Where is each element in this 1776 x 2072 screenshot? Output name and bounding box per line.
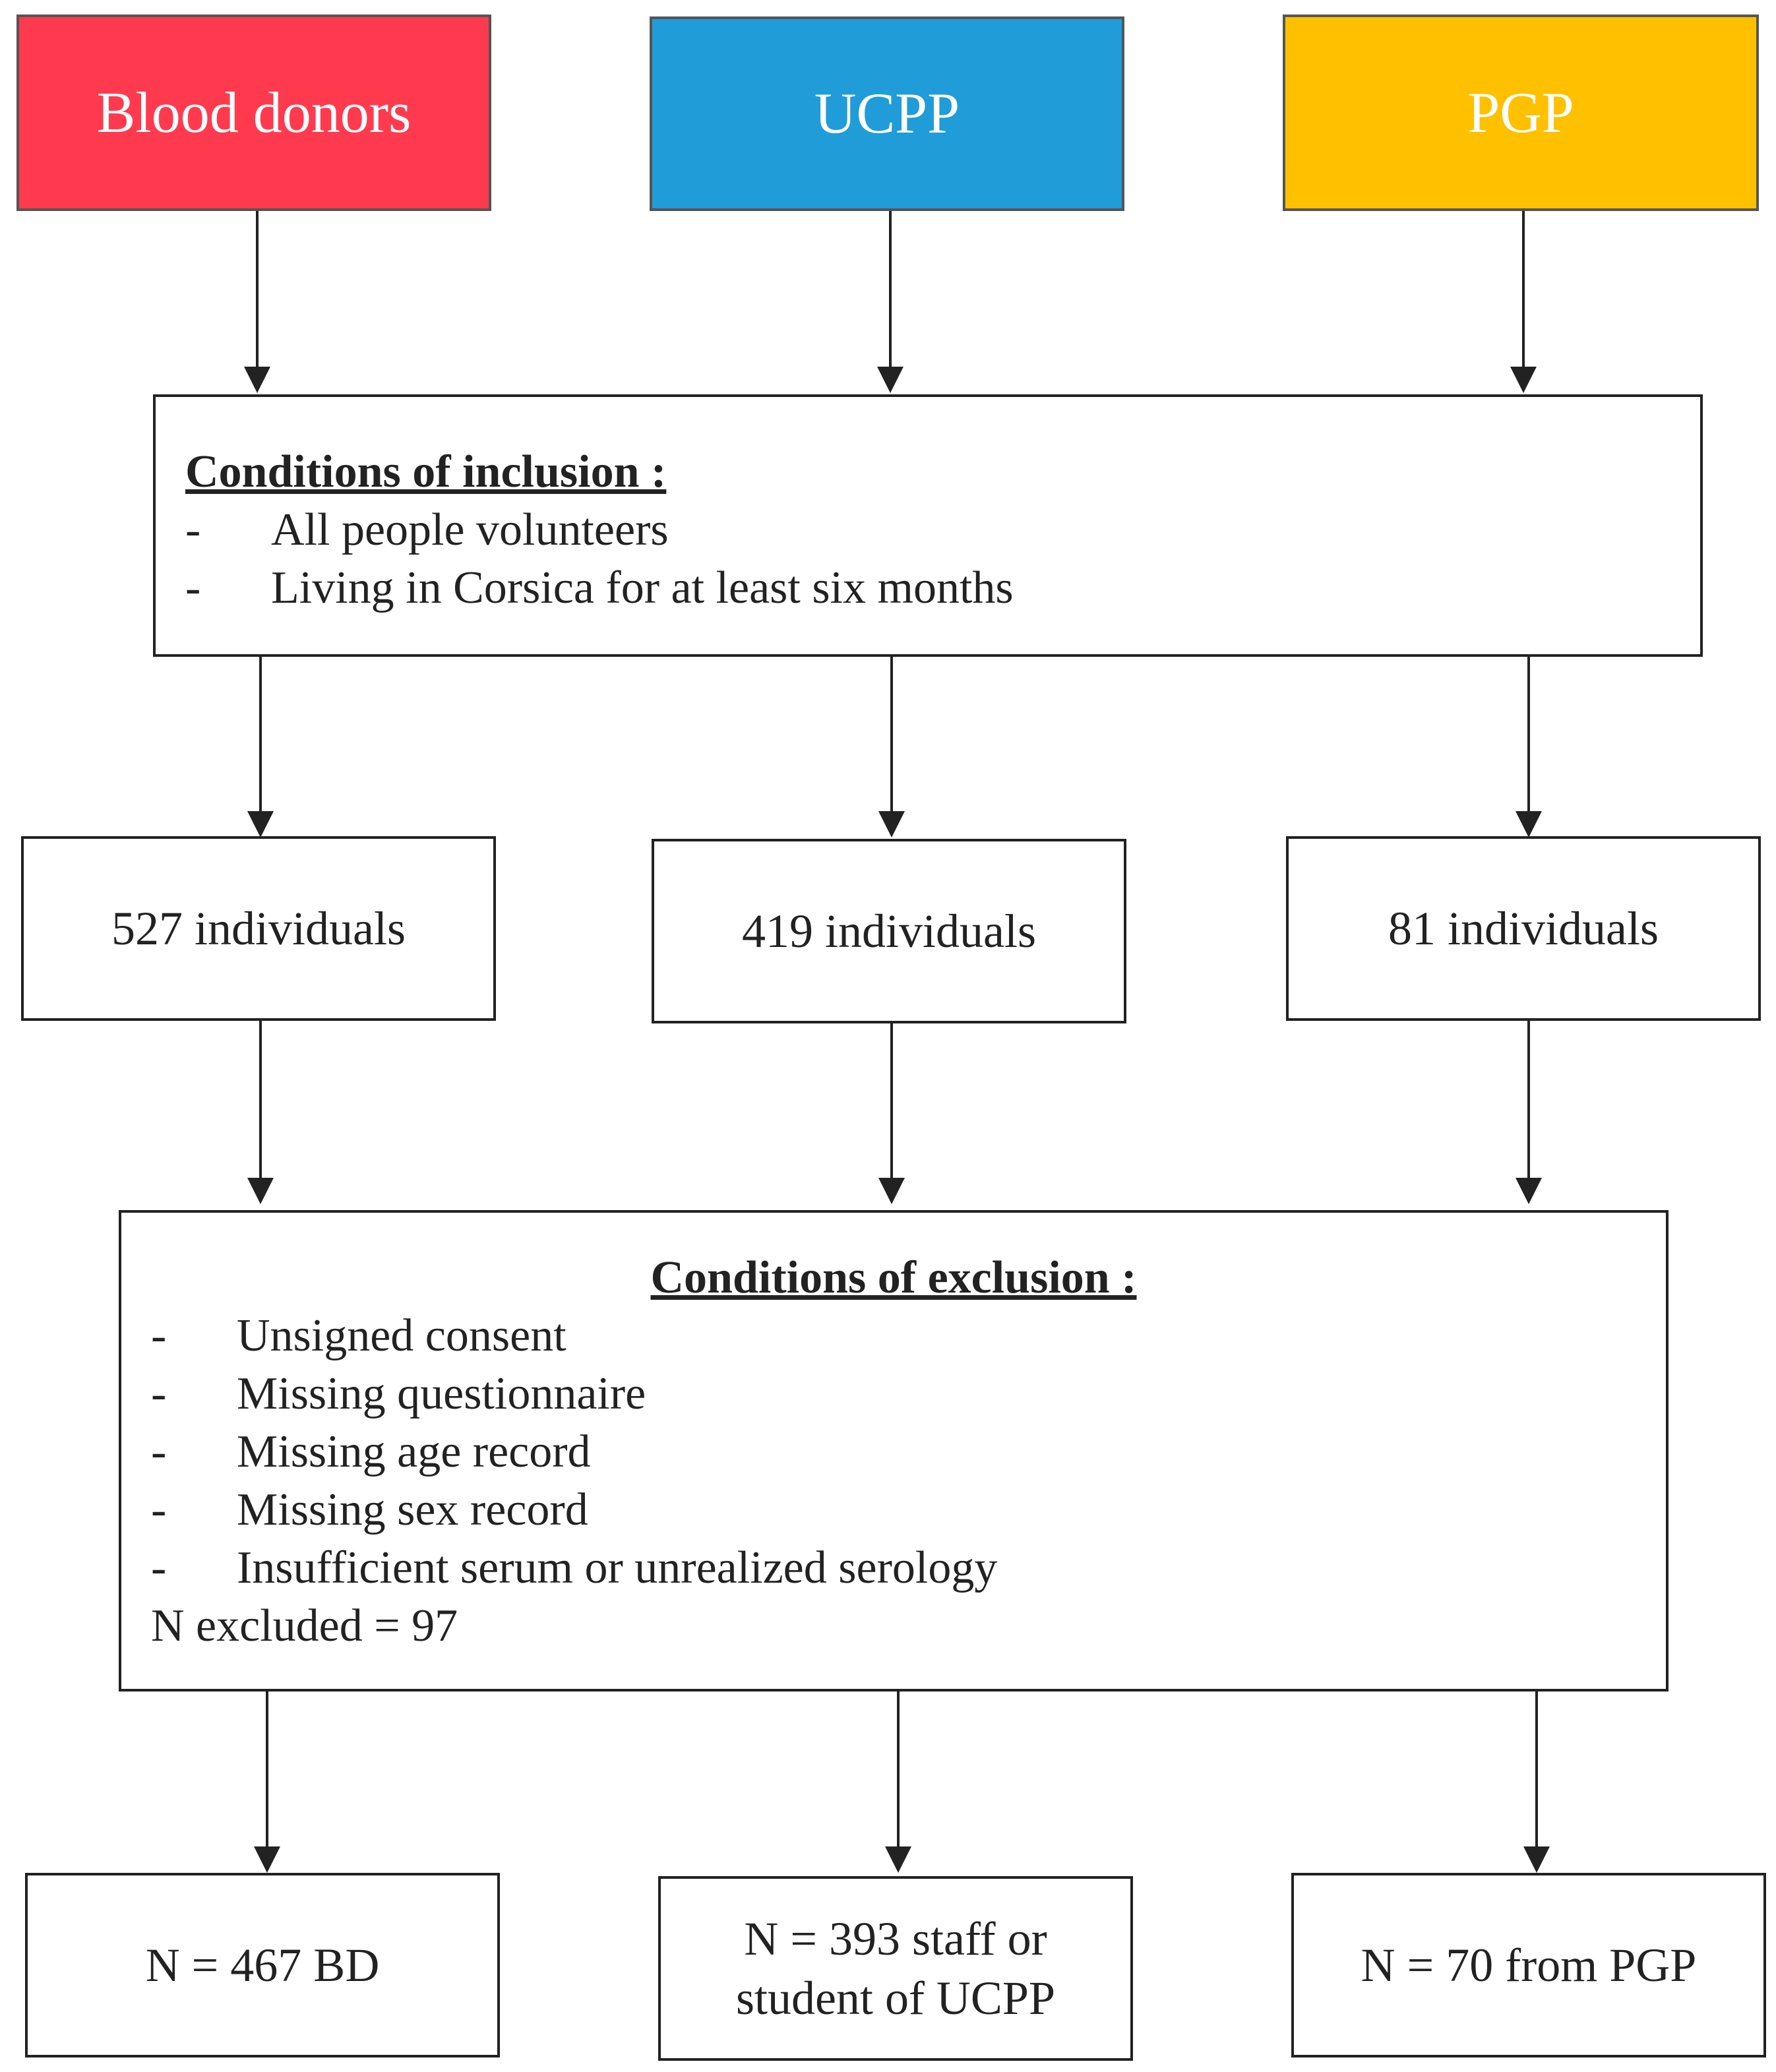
inclusion-list: All people volunteers Living in Corsica … xyxy=(185,501,1700,617)
source-pgp: PGP xyxy=(1283,15,1759,211)
exclusion-item: Missing questionnaire xyxy=(151,1365,1666,1423)
exclusion-conditions-box: Conditions of exclusion : Unsigned conse… xyxy=(119,1210,1669,1691)
source-ucpp-label: UCPP xyxy=(814,82,960,146)
source-ucpp: UCPP xyxy=(650,16,1124,211)
excluded-total: N excluded = 97 xyxy=(151,1600,458,1651)
exclusion-list: Unsigned consent Missing questionnaire M… xyxy=(151,1307,1666,1597)
exclusion-heading: Conditions of exclusion : xyxy=(650,1252,1137,1303)
count-label: 419 individuals xyxy=(742,904,1036,958)
source-blood-donors: Blood donors xyxy=(16,15,491,211)
count-box-ucpp: 419 individuals xyxy=(652,839,1126,1023)
final-box-pgp: N = 70 from PGP xyxy=(1291,1873,1766,2057)
final-line: student of UCPP xyxy=(735,1972,1056,2025)
count-box-blood-donors: 527 individuals xyxy=(21,836,496,1021)
exclusion-item: Unsigned consent xyxy=(151,1307,1666,1365)
inclusion-item: All people volunteers xyxy=(185,501,1700,559)
exclusion-item: Missing age record xyxy=(151,1423,1666,1481)
count-label: 527 individuals xyxy=(111,901,406,955)
final-box-blood-donors: N = 467 BD xyxy=(25,1873,500,2057)
inclusion-item: Living in Corsica for at least six month… xyxy=(185,559,1700,617)
count-label: 81 individuals xyxy=(1388,901,1659,955)
source-blood-donors-label: Blood donors xyxy=(96,80,412,145)
final-line: N = 70 from PGP xyxy=(1361,1939,1697,1992)
inclusion-heading: Conditions of inclusion : xyxy=(185,446,667,497)
source-pgp-label: PGP xyxy=(1467,80,1574,145)
exclusion-item: Missing sex record xyxy=(151,1481,1666,1539)
final-box-ucpp: N = 393 staff or student of UCPP xyxy=(658,1876,1133,2061)
final-line: N = 467 BD xyxy=(145,1939,380,1992)
count-box-pgp: 81 individuals xyxy=(1286,836,1761,1021)
final-line: N = 393 staff or xyxy=(744,1912,1047,1965)
inclusion-conditions-box: Conditions of inclusion : All people vol… xyxy=(153,394,1703,657)
exclusion-item: Insufficient serum or unrealized serolog… xyxy=(151,1539,1666,1597)
